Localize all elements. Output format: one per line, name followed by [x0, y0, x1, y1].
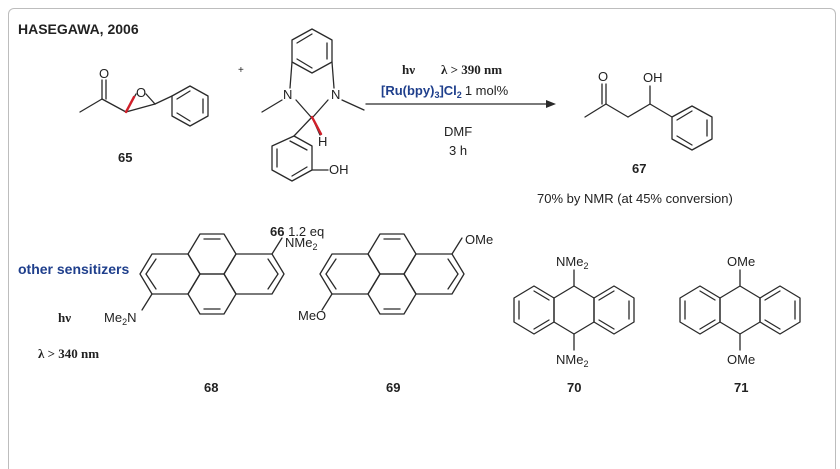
- compound-66-oh: OH: [329, 162, 349, 177]
- compound-65-label: 65: [118, 150, 132, 165]
- conditions-wavelength: λ > 390 nm: [441, 62, 502, 77]
- compound-66-caption: 66 1.2 eq: [270, 224, 324, 239]
- compound-67-structure: [584, 83, 713, 151]
- sensitizers-wavelength: λ > 340 nm: [38, 346, 99, 361]
- sensitizer-69-structure: [319, 233, 465, 315]
- sensitizers-hv: hν: [58, 310, 71, 325]
- sensitizer-69-ome-bottom: MeO: [298, 308, 326, 323]
- compound-66-h: H: [318, 134, 327, 149]
- sensitizer-71-structure: [679, 269, 801, 351]
- sensitizer-68-nme2-bottom: Me2N: [104, 310, 136, 327]
- sensitizer-70-structure: [513, 269, 635, 351]
- sensitizer-71-ome-top: OMe: [727, 254, 755, 269]
- compound-65-epoxide-o: O: [136, 85, 146, 100]
- sensitizer-71-ome-bottom: OMe: [727, 352, 755, 367]
- reaction-scheme: HASEGAWA, 2006 O O 65 + N N H OH 66 1.2 …: [18, 21, 801, 395]
- compound-65-carbonyl-o: O: [99, 66, 109, 81]
- conditions-hv: hν: [402, 62, 415, 77]
- sensitizer-68-structure: [139, 233, 285, 315]
- compound-66-structure: [261, 28, 365, 182]
- sensitizer-70-label: 70: [567, 380, 581, 395]
- plus-sign: +: [238, 65, 244, 76]
- compound-67-o: O: [598, 69, 608, 84]
- sensitizer-69-ome-top: OMe: [465, 232, 493, 247]
- scheme-frame: [8, 8, 836, 469]
- conditions-time: 3 h: [449, 143, 467, 158]
- sensitizer-70-nme2-top: NMe2: [556, 254, 588, 271]
- sensitizer-69-label: 69: [386, 380, 400, 395]
- scheme-title: HASEGAWA, 2006: [18, 21, 139, 37]
- compound-67-label: 67: [632, 161, 646, 176]
- compound-67-yield: 70% by NMR (at 45% conversion): [537, 191, 733, 206]
- compound-66-cleaved-bond: [310, 115, 323, 136]
- sensitizer-71-label: 71: [734, 380, 748, 395]
- sensitizer-70-nme2-bottom: NMe2: [556, 352, 588, 369]
- sensitizer-68-nme2-top: NMe2: [285, 235, 317, 252]
- compound-66-n-left: N: [283, 87, 292, 102]
- sensitizer-68-label: 68: [204, 380, 218, 395]
- sensitizers-heading: other sensitizers: [18, 261, 129, 277]
- compound-65-cleaved-bond: [124, 95, 136, 114]
- conditions-solvent: DMF: [444, 124, 472, 139]
- compound-66-n-right: N: [331, 87, 340, 102]
- compound-67-oh: OH: [643, 70, 663, 85]
